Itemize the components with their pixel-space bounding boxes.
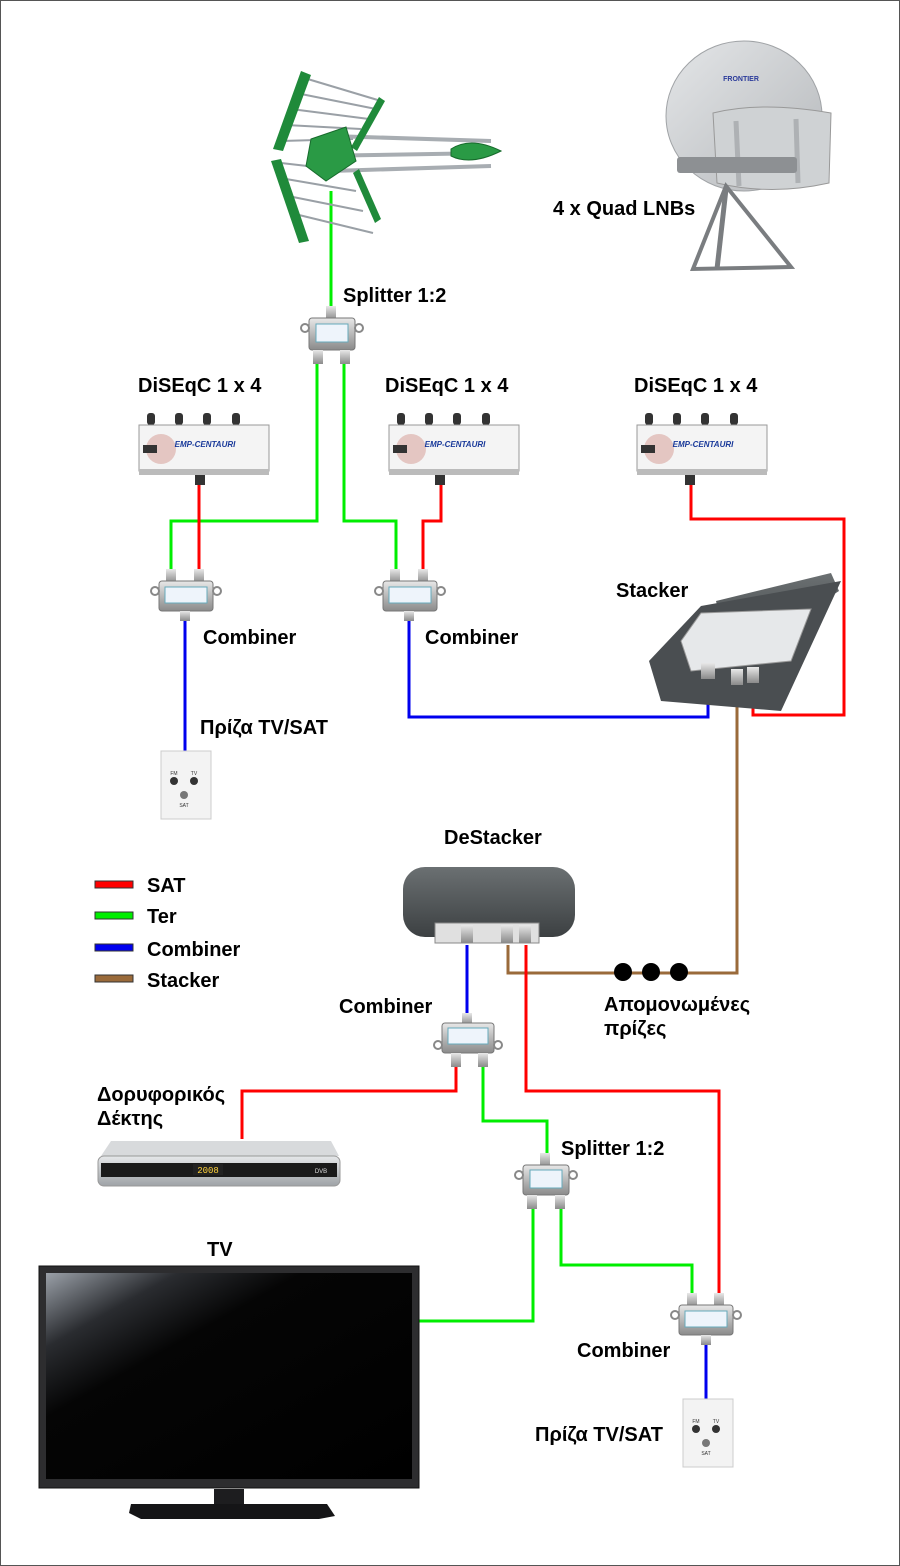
socket-port-fm: FM <box>692 1419 699 1425</box>
receiver-badge: DVB <box>315 1169 327 1175</box>
wires <box>169 191 846 1401</box>
wire-ter-splitter-combiner2 <box>342 363 398 571</box>
label-lnbs: 4 x Quad LNBs <box>553 198 695 220</box>
legend-swatch-stacker <box>94 974 134 983</box>
wire-ter-combiner3-splitter <box>481 1061 549 1156</box>
combiner-1-icon <box>150 569 222 621</box>
diseqc-brand-text: EMP-CENTAURI <box>673 440 735 449</box>
receiver-display: 2008 <box>197 1166 219 1176</box>
diseqc-switch-1-icon: EMP-CENTAURI <box>138 413 270 485</box>
tv-icon <box>38 1265 420 1519</box>
label-diseqc-1: DiSEqC 1 x 4 <box>138 375 262 397</box>
dish-brand-text: FRONTIER <box>723 76 759 83</box>
wire-sat-destacker-combiner4 <box>524 945 721 1296</box>
legend-label-combiner: Combiner <box>147 939 241 961</box>
satellite-receiver-icon: 2008 DVB <box>97 1141 341 1187</box>
diseqc-switch-3-icon: EMP-CENTAURI <box>636 413 768 485</box>
label-tv: TV <box>207 1239 233 1261</box>
wire-sat-diseqc3-stacker <box>689 481 846 717</box>
label-diseqc-3: DiSEqC 1 x 4 <box>634 375 758 397</box>
label-isolated-sockets-line2: πρίζες <box>604 1018 666 1040</box>
wire-ter-splitter-combiner1 <box>169 363 319 571</box>
combiner-2-icon <box>374 569 446 621</box>
socket-port-fm: FM <box>170 771 177 777</box>
socket-port-tv: TV <box>713 1419 720 1425</box>
wall-socket-2-icon: FM TV SAT <box>682 1398 734 1468</box>
label-receiver-line1: Δορυφορικός <box>97 1084 225 1106</box>
label-combiner-4: Combiner <box>577 1340 671 1362</box>
splitter-top-icon <box>300 306 364 364</box>
wire-ter-splitter-combiner4 <box>559 1201 694 1296</box>
label-socket-1: Πρίζα TV/SAT <box>200 717 328 739</box>
diseqc-brand-text: EMP-CENTAURI <box>425 440 487 449</box>
wire-ter-splitter-tv <box>419 1201 535 1323</box>
legend: SAT Ter Combiner Stacker <box>94 875 241 992</box>
wall-socket-1-icon: FM TV SAT <box>160 750 212 820</box>
stacker-icon <box>649 573 841 711</box>
isolated-sockets-dots <box>614 963 688 981</box>
label-receiver-line2: Δέκτης <box>97 1108 163 1130</box>
destacker-icon <box>403 867 575 944</box>
legend-label-stacker: Stacker <box>147 970 219 992</box>
wire-sat-diseqc2-combiner2 <box>421 481 443 571</box>
socket-port-sat: SAT <box>179 803 188 809</box>
legend-swatch-ter <box>94 911 134 920</box>
legend-label-ter: Ter <box>147 906 177 928</box>
legend-swatch-combiner <box>94 943 134 952</box>
satellite-dish-icon: FRONTIER <box>665 40 832 272</box>
combiner-4-icon <box>670 1293 742 1345</box>
label-combiner-3: Combiner <box>339 996 433 1018</box>
socket-port-sat: SAT <box>701 1451 710 1457</box>
label-isolated-sockets-line1: Απομονωμένες <box>604 994 750 1016</box>
diseqc-switch-2-icon: EMP-CENTAURI <box>388 413 520 485</box>
legend-label-sat: SAT <box>147 875 186 897</box>
label-diseqc-2: DiSEqC 1 x 4 <box>385 375 509 397</box>
label-combiner-2: Combiner <box>425 627 519 649</box>
splitter-bottom-icon <box>514 1153 578 1209</box>
isolated-socket-dot <box>642 963 660 981</box>
isolated-socket-dot <box>614 963 632 981</box>
combiner-3-icon <box>433 1013 503 1067</box>
isolated-socket-dot <box>670 963 688 981</box>
label-combiner-1: Combiner <box>203 627 297 649</box>
labels: Splitter 1:2 4 x Quad LNBs DiSEqC 1 x 4 … <box>97 198 758 1446</box>
label-splitter-top: Splitter 1:2 <box>343 285 446 307</box>
socket-port-tv: TV <box>191 771 198 777</box>
label-socket-2: Πρίζα TV/SAT <box>535 1424 663 1446</box>
label-destacker: DeStacker <box>444 827 542 849</box>
uhf-antenna-icon <box>271 71 503 243</box>
diseqc-brand-text: EMP-CENTAURI <box>175 440 237 449</box>
legend-swatch-sat <box>94 880 134 889</box>
wire-sat-combiner3-receiver <box>240 1061 458 1139</box>
label-splitter-bottom: Splitter 1:2 <box>561 1138 664 1160</box>
label-stacker: Stacker <box>616 580 688 602</box>
